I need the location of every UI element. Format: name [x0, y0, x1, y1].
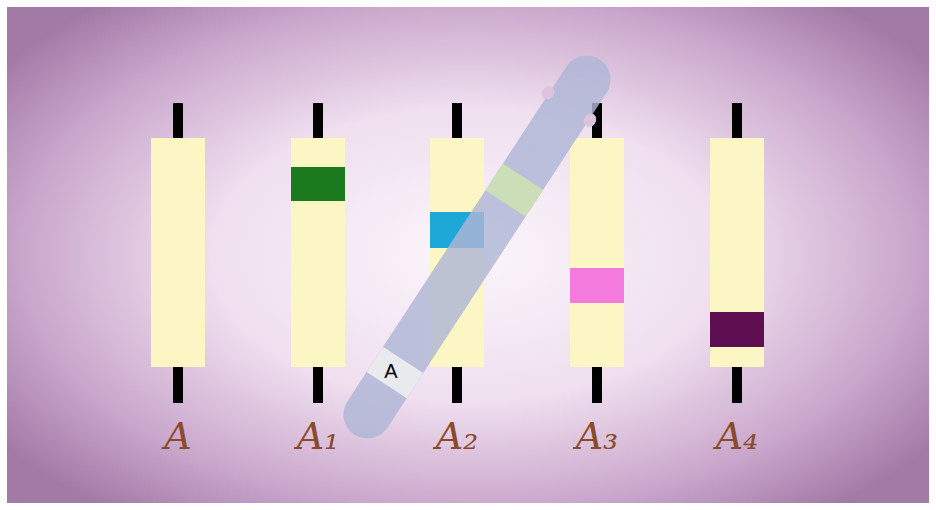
allele-label: A₁ [297, 414, 340, 458]
allele-label: A₃ [576, 414, 619, 458]
chromosome [328, 43, 625, 452]
allele-label: A₂ [436, 414, 479, 458]
band-label: A [384, 360, 397, 383]
allele-label: A₄ [716, 414, 759, 458]
background: A A A₁ A₂ A₃ A₄ [7, 7, 929, 503]
allele-label: A [164, 414, 191, 458]
